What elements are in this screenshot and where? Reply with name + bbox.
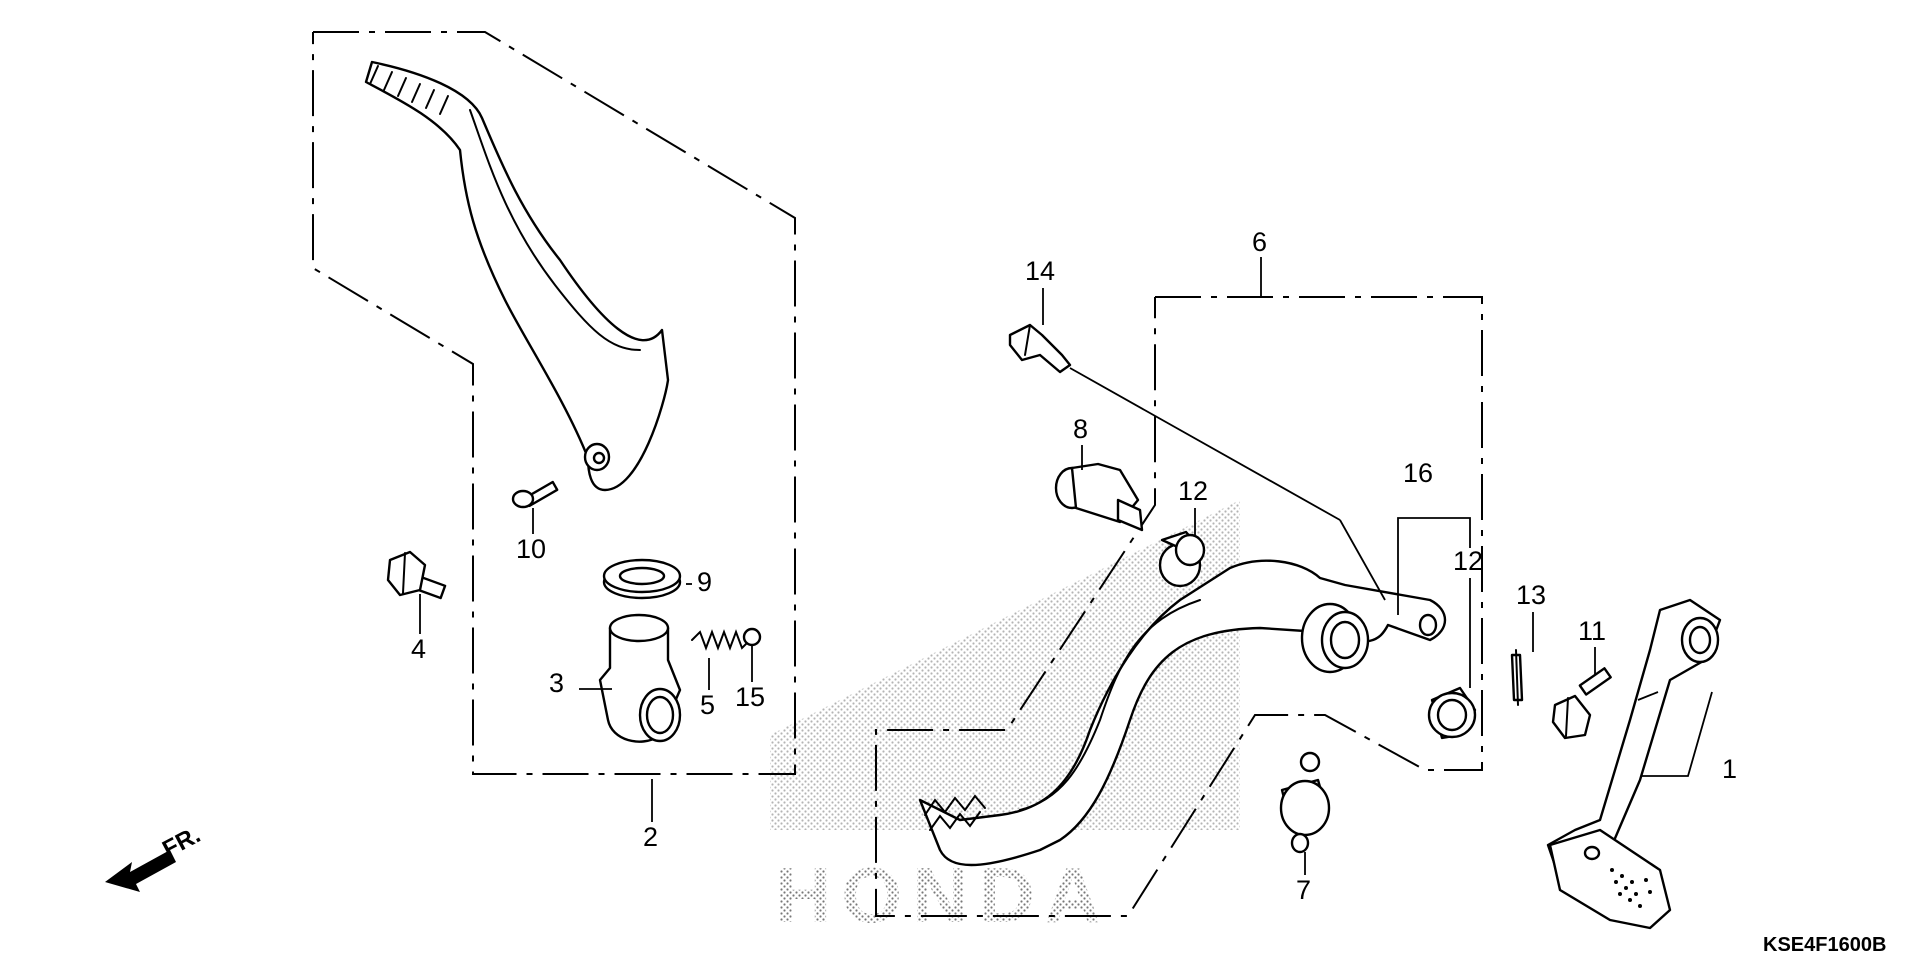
ball-15	[742, 627, 762, 647]
diagram-code: KSE4F1600B	[1763, 934, 1886, 956]
pivot-bolt-8	[1054, 462, 1144, 532]
brake-pedal-group-outline	[875, 296, 1483, 917]
cotter-pin-13	[1510, 649, 1524, 706]
callout-13: 13	[1516, 580, 1546, 610]
pin-14	[1008, 323, 1072, 374]
callout-10: 10	[516, 534, 546, 564]
callout-5: 5	[700, 690, 715, 720]
spring-7	[1279, 751, 1331, 854]
gearshift-pedal	[1546, 598, 1722, 930]
watermark-text: HONDA	[775, 851, 1111, 939]
brake-pedal	[918, 559, 1447, 867]
callout-2: 2	[643, 822, 658, 852]
callout-9: 9	[697, 567, 712, 597]
callout-12-lower: 12	[1453, 546, 1483, 576]
callout-12-upper: 12	[1178, 476, 1208, 506]
callout-4: 4	[411, 634, 426, 664]
bolt-4	[386, 550, 447, 600]
seal-9	[602, 558, 682, 600]
callout-7: 7	[1296, 875, 1311, 905]
kick-starter-group-outline	[312, 31, 796, 775]
spring-5	[691, 629, 751, 651]
collar-12-lower	[1427, 686, 1477, 740]
callout-14: 14	[1025, 256, 1055, 286]
bolt-11	[1551, 667, 1612, 740]
kick-starter-arm	[364, 60, 670, 492]
front-direction-arrow: FR.	[105, 821, 205, 892]
leader-lines	[419, 257, 1713, 875]
callout-1: 1	[1722, 754, 1737, 784]
honda-watermark: HONDA	[770, 500, 1240, 939]
callout-8: 8	[1073, 414, 1088, 444]
callout-15: 15	[735, 682, 765, 712]
spindle-3	[598, 613, 682, 743]
callout-6: 6	[1252, 227, 1267, 257]
callout-11: 11	[1578, 616, 1606, 646]
callout-3: 3	[549, 668, 564, 698]
callouts: 1 2 3 4 5 6 7 8 9 10 11 12 12 13 14 15 1…	[411, 227, 1737, 905]
bolt-10	[511, 480, 559, 509]
callout-16: 16	[1403, 458, 1433, 488]
collar-12-upper	[1158, 530, 1206, 588]
